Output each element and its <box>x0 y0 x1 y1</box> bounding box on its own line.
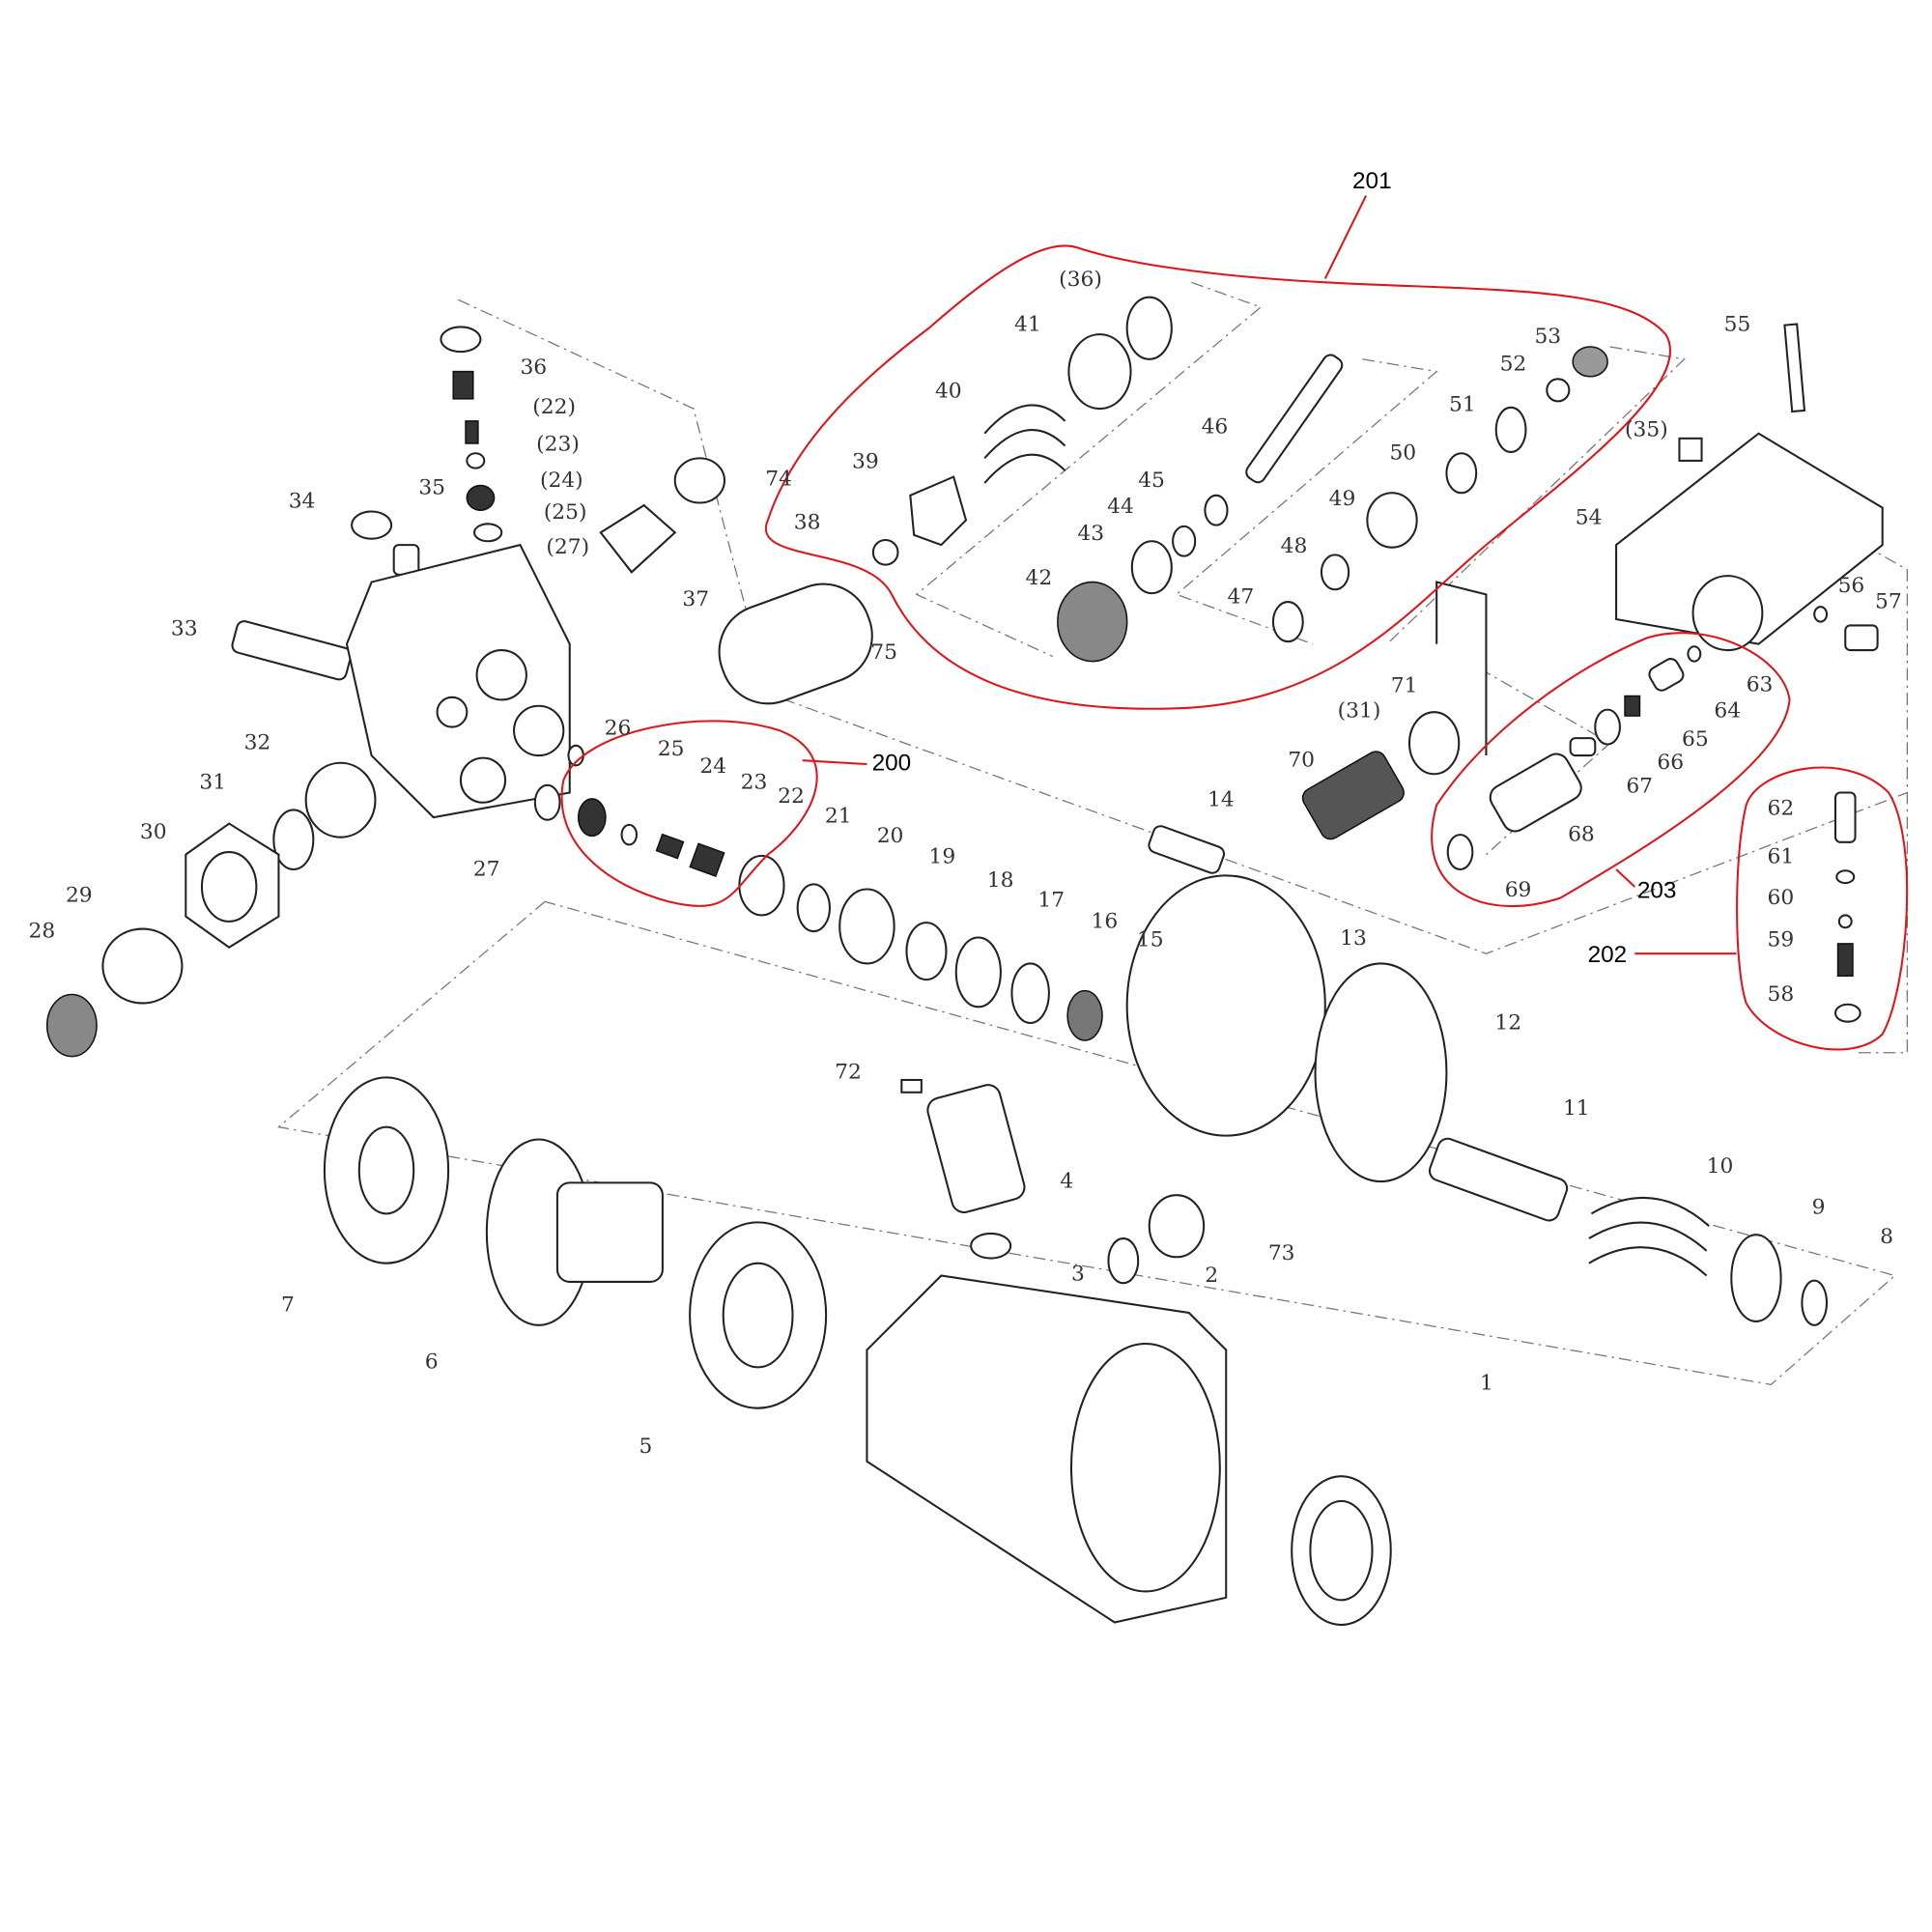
part-label: 36 <box>520 355 547 380</box>
group-label-203: 203 <box>1637 877 1677 903</box>
parts <box>45 296 1884 1627</box>
part-label: 67 <box>1626 775 1653 799</box>
part-label: (23) <box>536 433 580 457</box>
part-label: 4 <box>1060 1169 1073 1193</box>
part-label: 75 <box>870 640 897 665</box>
part-label: 32 <box>244 731 271 755</box>
part-label: 9 <box>1812 1195 1826 1219</box>
part-label: 23 <box>741 771 768 795</box>
part-label: 60 <box>1767 886 1794 910</box>
part-label: 62 <box>1767 797 1794 821</box>
part-label: 48 <box>1281 534 1308 558</box>
part-label: 42 <box>1026 566 1053 590</box>
part-label: 70 <box>1288 749 1315 773</box>
part-label: 49 <box>1329 487 1356 511</box>
group-label-202: 202 <box>1588 942 1628 968</box>
part-label: (35) <box>1625 417 1668 441</box>
part-label: 19 <box>929 845 956 869</box>
group-202-outline[interactable] <box>1736 766 1909 1051</box>
part-label: (31) <box>1338 698 1381 723</box>
part-label: 29 <box>66 883 93 907</box>
part-label: 17 <box>1037 888 1065 912</box>
part-label: 7 <box>281 1293 295 1318</box>
part-label: 68 <box>1568 823 1595 847</box>
part-label: 11 <box>1563 1096 1590 1121</box>
part-label: (25) <box>544 500 587 525</box>
part-label: 28 <box>28 920 55 944</box>
part-label: 51 <box>1449 393 1476 417</box>
part-label: 50 <box>1389 441 1416 466</box>
part-label: 2 <box>1205 1264 1218 1288</box>
part-label: 72 <box>835 1061 862 1085</box>
part-label: 30 <box>140 820 167 844</box>
part-label: 8 <box>1880 1225 1893 1249</box>
part-label: 39 <box>852 450 879 474</box>
part-label: 10 <box>1707 1154 1734 1179</box>
part-label: 3 <box>1071 1263 1085 1287</box>
part-label: 1 <box>1480 1371 1493 1395</box>
group-203-outline[interactable] <box>1431 632 1791 908</box>
part-label: 43 <box>1077 522 1104 546</box>
part-label: 45 <box>1138 469 1165 493</box>
part-label: (22) <box>532 395 576 419</box>
part-label: 59 <box>1767 927 1794 952</box>
part-label: 57 <box>1875 589 1902 613</box>
part-label: 26 <box>605 716 632 740</box>
part-label: 22 <box>778 784 805 809</box>
part-label: 52 <box>1500 352 1527 376</box>
group-203-leader <box>1615 868 1636 888</box>
part-label: 74 <box>765 468 792 492</box>
group-201-leader <box>1323 195 1368 279</box>
part-label: (27) <box>546 535 589 559</box>
part-label: 34 <box>289 490 316 514</box>
part-label: 18 <box>987 868 1014 893</box>
part-label: 40 <box>935 380 962 404</box>
part-label: 54 <box>1576 505 1603 529</box>
part-label: 55 <box>1724 312 1751 336</box>
part-label: 58 <box>1767 982 1794 1007</box>
part-label: 44 <box>1107 495 1134 519</box>
part-label: 25 <box>658 737 685 761</box>
part-label: 16 <box>1091 909 1118 933</box>
part-label: 71 <box>1391 674 1418 698</box>
group-201-outline[interactable] <box>764 244 1672 710</box>
part-label: 12 <box>1494 1010 1521 1035</box>
part-label: 37 <box>682 587 709 611</box>
group-outlines <box>560 195 1909 1051</box>
group-label-201: 201 <box>1352 168 1392 194</box>
part-label: 56 <box>1838 574 1865 598</box>
part-label: 53 <box>1534 325 1561 349</box>
part-label: 73 <box>1268 1241 1295 1265</box>
group-200-leader <box>802 759 867 766</box>
part-label: 33 <box>171 617 198 641</box>
part-label: 14 <box>1208 788 1235 812</box>
part-label: 64 <box>1714 698 1741 723</box>
part-label: 47 <box>1228 584 1255 609</box>
part-label: 46 <box>1202 415 1229 440</box>
group-200-outline[interactable] <box>560 720 818 907</box>
part-label: 31 <box>199 771 226 795</box>
part-label: 63 <box>1747 672 1774 696</box>
part-label: 24 <box>699 754 726 779</box>
part-label: 35 <box>418 476 445 500</box>
part-label: 38 <box>794 510 821 534</box>
part-label: 41 <box>1014 312 1041 336</box>
part-label: 69 <box>1505 878 1532 902</box>
part-label: 5 <box>639 1435 653 1459</box>
part-label: 66 <box>1657 751 1684 775</box>
part-label: 27 <box>473 857 500 881</box>
part-label: 20 <box>877 824 904 848</box>
part-label: 21 <box>825 804 852 828</box>
part-label: 15 <box>1137 927 1164 952</box>
part-label: 6 <box>425 1350 439 1375</box>
part-label: 13 <box>1340 926 1367 951</box>
part-label: 61 <box>1767 845 1794 869</box>
group-label-200: 200 <box>872 750 912 776</box>
part-label: 65 <box>1682 727 1709 752</box>
part-label: (36) <box>1059 268 1102 292</box>
part-label: (24) <box>540 469 583 493</box>
